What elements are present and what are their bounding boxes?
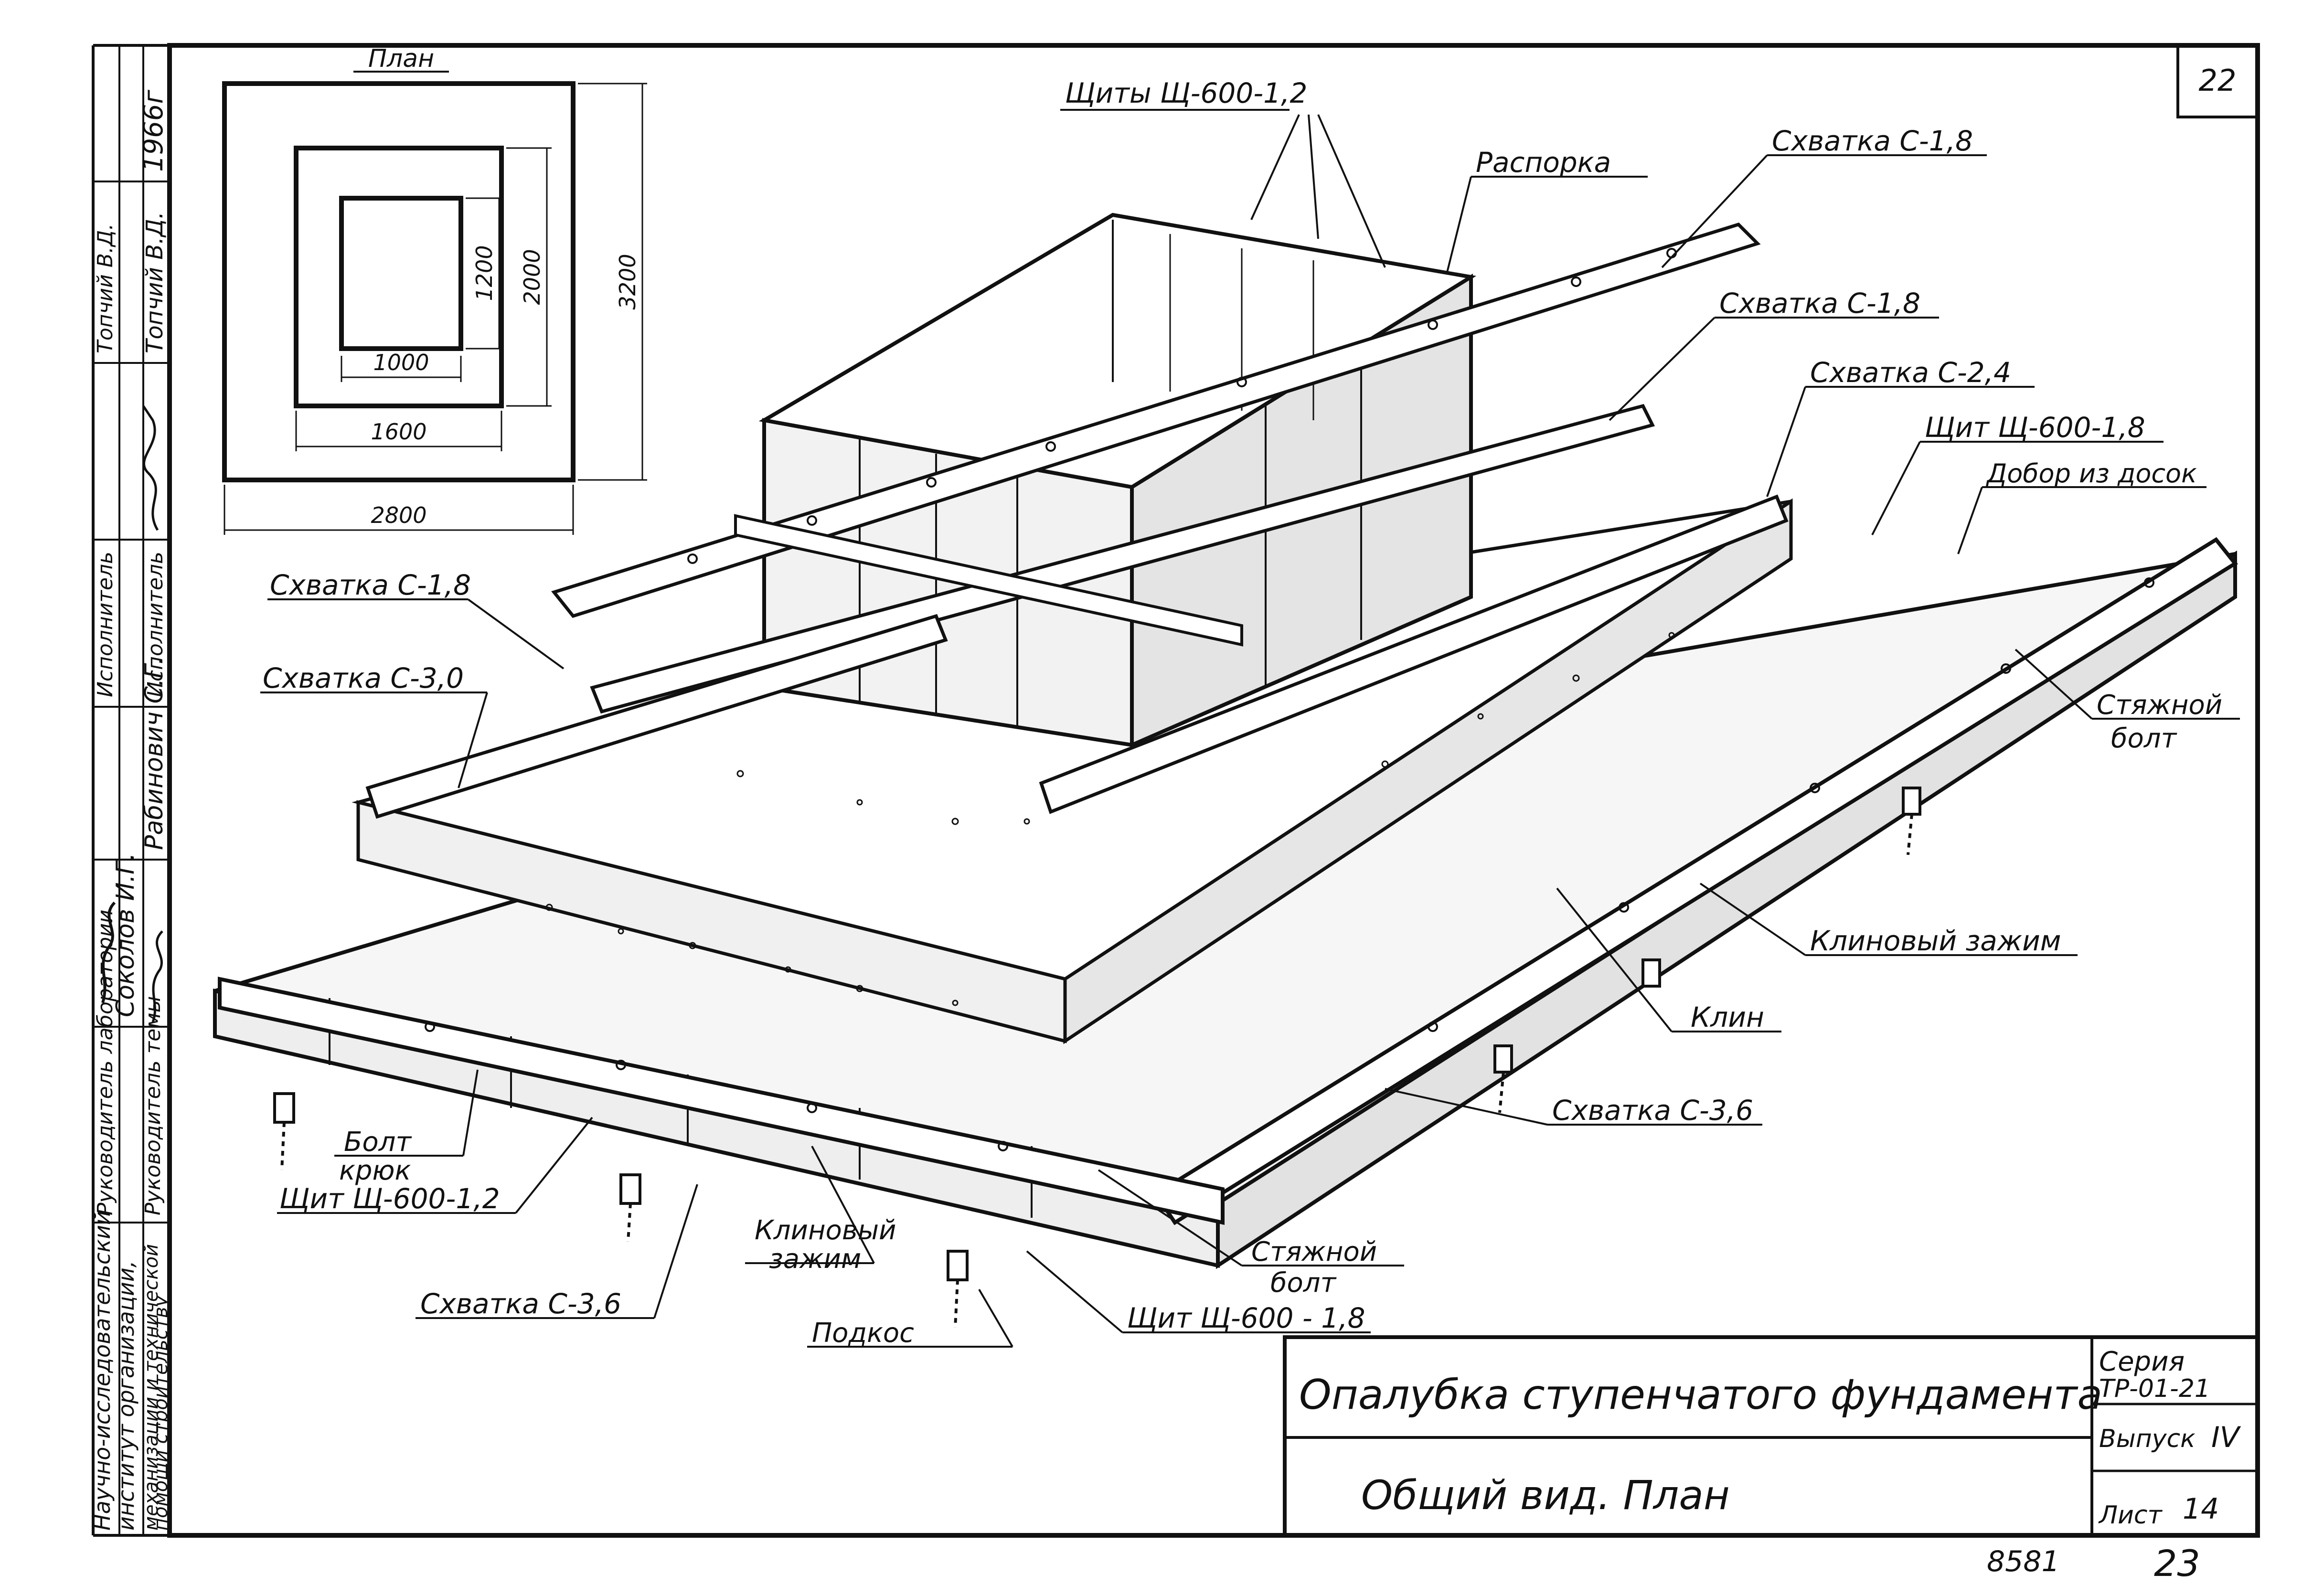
plan-outer-rect bbox=[222, 81, 576, 482]
series-value: ТР-01-21 bbox=[2099, 1374, 2210, 1403]
sidebar-name-rabinovich: Рабинович С.Г. bbox=[140, 657, 169, 850]
series-label: Серия bbox=[2099, 1346, 2185, 1377]
clamp-c18-top bbox=[551, 223, 1761, 618]
callout-klinovy-right: Клиновый зажим bbox=[1810, 925, 2061, 957]
struts bbox=[273, 787, 1921, 1328]
signature-topchiy bbox=[142, 405, 159, 531]
callout-shchity-600-1-2: Щиты Щ-600-1,2 bbox=[1065, 77, 1307, 109]
callout-skhvatka-c36-bottom: Схватка С-3,6 bbox=[420, 1287, 621, 1320]
concrete-fill bbox=[545, 632, 1675, 1006]
callout-klinovy-bottom: Клиновый bbox=[755, 1215, 896, 1246]
clamp-c24 bbox=[1039, 494, 1789, 814]
sidebar-institute-line2: институт организации, bbox=[113, 1261, 139, 1531]
callout-raspyorka: Распорка bbox=[1476, 146, 1611, 179]
sidebar-role-lab: Руководитель лаборатории bbox=[93, 910, 117, 1215]
plan-mid-rect bbox=[294, 146, 504, 408]
clamp-c36-front bbox=[218, 977, 1225, 1225]
sidebar-header-topchiy: Топчий В.Д. bbox=[93, 223, 117, 353]
callout-bolt-kryuk-2: крюк bbox=[339, 1155, 411, 1186]
callout-skhvatka-c36-right: Схватка С-3,6 bbox=[1552, 1094, 1753, 1127]
sidebar-texts: Научно-исследовательский институт органи… bbox=[89, 89, 172, 1531]
sidebar-institute-line4: помощи строительству bbox=[150, 1295, 172, 1531]
sidebar-institute-line1: Научно-исследовательский bbox=[89, 1211, 115, 1531]
callout-styazhnoi-right: Стяжной bbox=[2097, 690, 2222, 721]
sidebar-role-executor: Исполнитель bbox=[143, 552, 168, 697]
sidebar-name-topchiy: Топчий В.Д. bbox=[141, 212, 168, 353]
formwork-isometric bbox=[213, 213, 2238, 1328]
callout-styazhnoi-bottom: Стяжной bbox=[1251, 1236, 1377, 1267]
clamp-c18-mid bbox=[590, 404, 1655, 714]
middle-step-side-face bbox=[1063, 498, 1793, 1044]
plan-title: План bbox=[368, 44, 434, 73]
corner-number: 22 bbox=[2199, 63, 2237, 98]
callout-skhvatka-c30: Схватка С-3,0 bbox=[263, 662, 464, 694]
sidebar-role-theme: Руководитель темы bbox=[141, 996, 165, 1215]
callout-skhvatka-c18-top: Схватка С-1,8 bbox=[1772, 125, 1973, 157]
callout-podkos: Подкос bbox=[812, 1318, 914, 1349]
sidebar-institute-line3: механизации и технической bbox=[140, 1244, 162, 1531]
plan-dim-inner-h: 1200 bbox=[471, 245, 497, 301]
plan-dim-mid-w: 1600 bbox=[371, 419, 426, 445]
raspyorka-beam bbox=[734, 514, 1243, 647]
sheet-value: 14 bbox=[2183, 1492, 2219, 1526]
plan-dim-outer-h: 3200 bbox=[615, 254, 640, 309]
clamp-c36-right bbox=[1153, 537, 2238, 1225]
title-block: Опалубка ступенчатого фундамента Общий в… bbox=[1283, 1335, 2260, 1537]
sidebar-name-sokolov: Соколов И.Г. bbox=[111, 853, 140, 1018]
sidebar-header-ispolnitel: Исполнитель bbox=[93, 552, 117, 697]
callout-styazhnoi-right-2: болт bbox=[2111, 723, 2177, 754]
callout-shchit-600-18-right: Щит Щ-600-1,8 bbox=[1925, 411, 2145, 444]
title-sub: Общий вид. План bbox=[1361, 1472, 1730, 1519]
plan-inset: План 1000 1600 2800 1200 2000 3200 bbox=[222, 44, 647, 535]
callout-styazhnoi-bottom-2: болт bbox=[1270, 1267, 1337, 1298]
plan-dim-inner-w: 1000 bbox=[373, 350, 429, 375]
sidebar-grid bbox=[92, 44, 170, 1537]
callout-bolt-kryuk: Болт bbox=[344, 1127, 412, 1158]
page-number: 23 bbox=[2154, 1542, 2200, 1585]
leader-lines bbox=[260, 109, 2240, 1348]
callout-klinovy-bottom-2: зажим bbox=[769, 1244, 861, 1275]
inventory-number: 8581 bbox=[1987, 1545, 2060, 1578]
callout-dobor: Добор из досок bbox=[1986, 458, 2197, 489]
callout-skhvatka-c24: Схватка С-2,4 bbox=[1810, 356, 2011, 389]
sheet-frame bbox=[167, 43, 2260, 1538]
plan-inner-rect bbox=[339, 196, 463, 351]
plan-dim-outer-w: 2800 bbox=[371, 502, 426, 528]
callout-shchit-600-12-bottom: Щит Щ-600-1,2 bbox=[279, 1182, 500, 1215]
sidebar-year: 1966г bbox=[138, 89, 169, 172]
callout-klin: Клин bbox=[1691, 1001, 1764, 1033]
callout-skhvatka-c18-left: Схватка С-1,8 bbox=[270, 569, 471, 601]
signature-rabinovich bbox=[151, 930, 163, 1022]
callout-labels: Щиты Щ-600-1,2 Распорка Схватка С-1,8 Сх… bbox=[263, 77, 2222, 1349]
issue-value: IV bbox=[2211, 1421, 2241, 1454]
plan-dim-mid-h: 2000 bbox=[519, 249, 545, 305]
callout-shchit-600-18-bottom: Щит Щ-600 - 1,8 bbox=[1127, 1302, 1365, 1334]
callout-skhvatka-c18-mid: Схватка С-1,8 bbox=[1719, 287, 1920, 319]
corner-number-box bbox=[2176, 44, 2259, 118]
issue-label: Выпуск bbox=[2099, 1425, 2196, 1453]
signature-sokolov bbox=[101, 901, 116, 1003]
sheet-label: Лист bbox=[2098, 1501, 2163, 1530]
title-main: Опалубка ступенчатого фундамента bbox=[1299, 1371, 2102, 1419]
clamp-c30 bbox=[365, 614, 948, 819]
